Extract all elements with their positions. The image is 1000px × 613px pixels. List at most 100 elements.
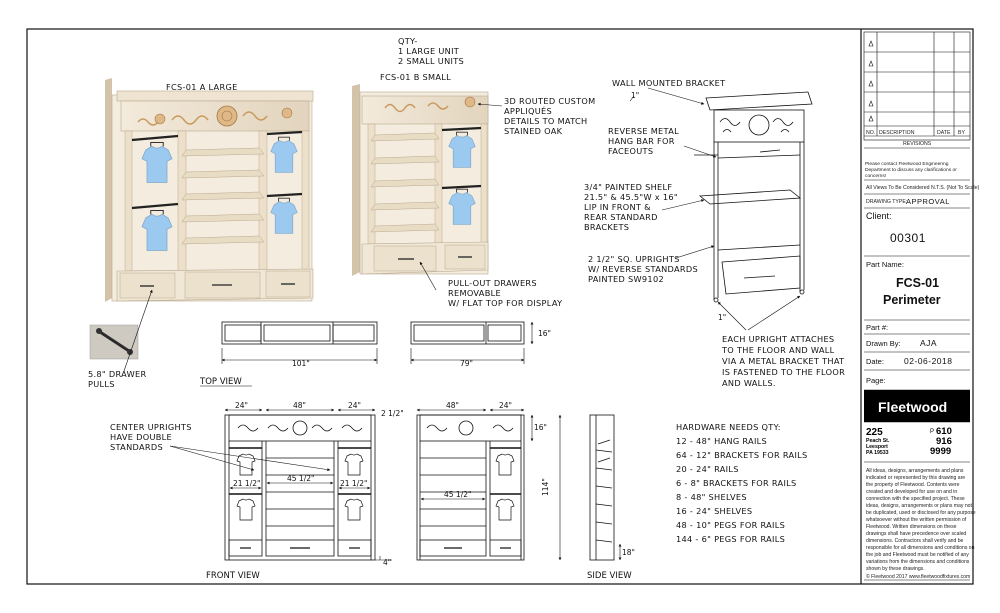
dim-top-depth: 16" xyxy=(538,329,551,338)
drawer-note-3: W/ FLAT TOP FOR DISPLAY xyxy=(448,298,563,308)
drawn-by-label: Drawn By: xyxy=(866,339,901,348)
routed-note-1: 3D ROUTED CUSTOM xyxy=(504,96,596,106)
dim-small-16: 16" xyxy=(534,423,547,432)
part-name-line-1: FCS-01 xyxy=(896,276,939,290)
page-label: Page: xyxy=(866,376,886,385)
hardware-item: 144 - 6" PEGS FOR RAILS xyxy=(676,534,785,544)
hardware-item: 48 - 10" PEGS FOR RAILS xyxy=(676,520,785,530)
sheet-border xyxy=(26,28,974,585)
address-city: Leesport xyxy=(866,444,888,450)
attach-note-4: IS FASTENED TO THE FLOOR xyxy=(722,367,845,377)
qty-label: QTY- xyxy=(398,36,418,46)
contact-note: Please contact Fleetwood Engineering Dep… xyxy=(865,162,957,179)
shelf-note-5: BRACKETS xyxy=(584,222,629,232)
notes: QTY- 1 LARGE UNIT 2 SMALL UNITS FCS-01 A… xyxy=(88,36,845,452)
hardware-title: HARDWARE NEEDS QTY: xyxy=(676,422,781,432)
legal-line: connection with the specified project. T… xyxy=(866,496,965,502)
copyright: © Fleetwood 2017 www.fleetwoodfixtures.c… xyxy=(866,573,970,580)
pulls-note-2: PULLS xyxy=(88,379,115,389)
legal-line: shown by these drawings. xyxy=(866,566,925,572)
drawing-type-value: APPROVAL xyxy=(906,197,950,206)
large-unit-label: FCS-01 A LARGE xyxy=(166,82,238,92)
dim-front-21half-a: 21 1/2" xyxy=(233,479,260,488)
rev-col-no: NO. xyxy=(866,130,875,136)
center-note-1: CENTER UPRIGHTS xyxy=(110,422,192,432)
hardware-item: 16 - 24" SHELVES xyxy=(676,506,752,516)
large-unit-render xyxy=(105,78,314,302)
legal-line: be duplicated, used or disclosed for any… xyxy=(866,510,976,516)
pulls-note-1: 5.8" DRAWER xyxy=(88,369,146,379)
address-street: Peach St. xyxy=(866,438,890,444)
attach-note-5: AND WALLS. xyxy=(722,378,776,388)
hardware-item: 6 - 8" BRACKETS FOR RAILS xyxy=(676,478,797,488)
dim-front-24-left: 24" xyxy=(235,401,248,410)
date-label: Date: xyxy=(866,357,884,366)
phone-prefix: P xyxy=(930,429,934,435)
side-view xyxy=(589,414,615,561)
part-name-label: Part Name: xyxy=(866,260,904,269)
legal-line: variations from the dimensions and condi… xyxy=(866,559,970,565)
hang-note-3: FACEOUTS xyxy=(608,146,653,156)
dim-small-24: 24" xyxy=(499,401,512,410)
dim-small-45half: 45 1/2" xyxy=(444,490,471,499)
uprights-note-1: 2 1/2" SQ. UPRIGHTS xyxy=(588,254,680,264)
top-view-title: TOP VIEW xyxy=(199,377,242,387)
side-view-title: SIDE VIEW xyxy=(587,571,632,581)
drawer-pull-photo xyxy=(89,324,139,360)
dim-front-4: 4" xyxy=(383,558,391,567)
legal-line: indicated or represented by this drawing… xyxy=(866,475,965,481)
shelf-note-3: LIP IN FRONT & xyxy=(584,202,651,212)
routed-note-4: STAINED OAK xyxy=(504,126,563,136)
dim-bracket-b: 1" xyxy=(718,313,726,322)
legal-line: whatsoever without the written permissio… xyxy=(866,517,967,523)
legal-line: the property of Fleetwood. Contents were xyxy=(866,482,960,488)
drawer-note-1: PULL-OUT DRAWERS xyxy=(448,278,537,288)
dim-front-21half-b: 21 1/2" xyxy=(340,479,367,488)
shelf-note-4: REAR STANDARD xyxy=(584,212,658,222)
drawer-note-2: REMOVABLE xyxy=(448,288,501,298)
dim-side-18: 18" xyxy=(622,548,635,557)
dim-front-24-right: 24" xyxy=(348,401,361,410)
dim-top-large: 101" xyxy=(292,359,310,368)
phone-part-2: 916 xyxy=(936,436,952,447)
hang-note-2: HANG BAR FOR xyxy=(608,136,675,146)
dim-front-2half: 2 1/2" xyxy=(381,409,404,418)
legal-line: the job and Fleetwood must be notified o… xyxy=(866,552,969,558)
hang-note-1: REVERSE METAL xyxy=(608,126,679,136)
dim-front-48: 48" xyxy=(293,401,306,410)
front-view-small xyxy=(416,414,525,561)
uprights-note-3: PAINTED SW9102 xyxy=(588,274,664,284)
hardware-list: HARDWARE NEEDS QTY: 12 - 48" HANG RAILS … xyxy=(676,422,808,544)
rev-col-description: DESCRIPTION xyxy=(879,130,915,136)
hardware-item: 12 - 48" HANG RAILS xyxy=(676,436,767,446)
small-unit-render xyxy=(352,84,489,276)
bracket-unit-drawing xyxy=(694,91,813,303)
rev-col-by: BY xyxy=(958,130,965,136)
hardware-item: 64 - 12" BRACKETS FOR RAILS xyxy=(676,450,808,460)
brand-bar xyxy=(864,390,970,422)
dim-front-45half: 45 1/2" xyxy=(287,474,314,483)
rev-col-date: DATE xyxy=(937,130,951,136)
title-block: NO. DESCRIPTION DATE BY REVISIONS Please… xyxy=(863,31,980,581)
drawn-by-value: AJA xyxy=(920,338,937,348)
drawing-type-label: DRAWING TYPE: xyxy=(866,199,907,205)
legal-line: dimensions. Contractors shall verify and… xyxy=(866,538,964,544)
legal-line: Fleetwood. Written dimensions on these xyxy=(866,524,957,530)
top-view-small xyxy=(410,321,525,345)
wall-bracket-note: WALL MOUNTED BRACKET xyxy=(612,78,726,88)
attach-note-1: EACH UPRIGHT ATTACHES xyxy=(722,334,834,344)
nts-note: All Views To Be Considered N.T.S. (Not T… xyxy=(866,185,980,191)
address-number: 225 xyxy=(866,427,883,438)
legal-text: All ideas, designs, arrangements and pla… xyxy=(866,468,976,572)
dim-bracket-a: 1" xyxy=(631,91,639,100)
legal-line: All ideas, designs, arrangements and pla… xyxy=(866,468,964,474)
uprights-note-2: W/ REVERSE STANDARDS xyxy=(588,264,698,274)
client-label: Client: xyxy=(866,211,892,221)
legal-line: ideas, designs, arrangements or plans ma… xyxy=(866,503,972,509)
routed-note-3: DETAILS TO MATCH xyxy=(504,116,588,126)
routed-note-2: APPLIQUÉS xyxy=(504,105,552,116)
legal-line: created and developed for use on and in xyxy=(866,489,957,495)
hardware-item: 8 - 48" SHELVES xyxy=(676,492,747,502)
date-value: 02-06-2018 xyxy=(904,356,952,366)
